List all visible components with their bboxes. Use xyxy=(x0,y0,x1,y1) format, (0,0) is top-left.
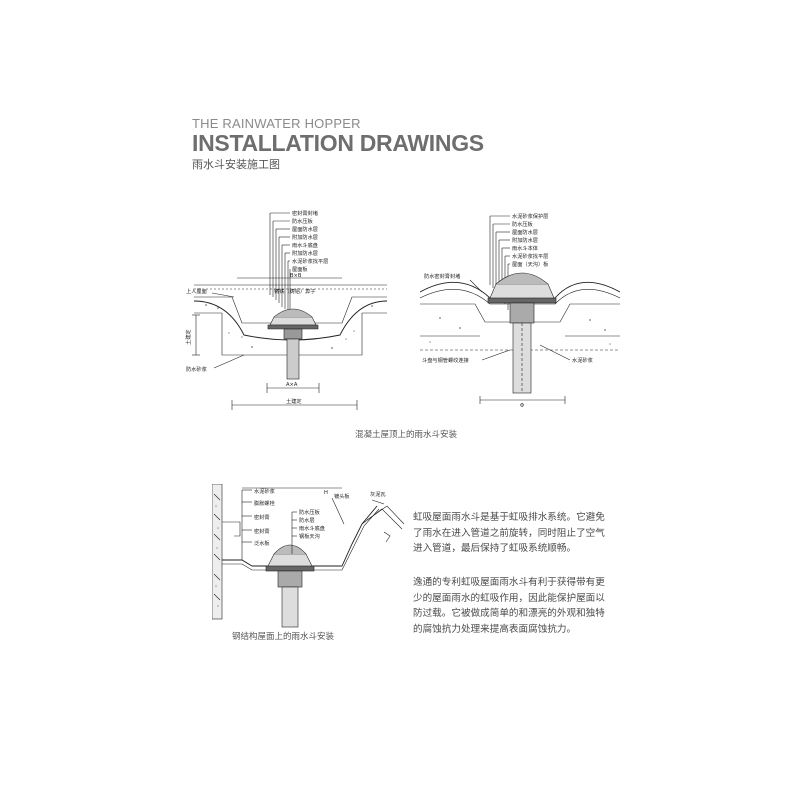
drawing3-corner-label: 灰泥瓦 xyxy=(370,490,386,498)
drawing2-dim: Φ xyxy=(520,403,524,409)
header-cn-title: 雨水斗安装施工图 xyxy=(192,158,280,171)
drawing3-top-label: H xyxy=(324,490,328,496)
drawing3-left-label-0: 水泥砂浆 xyxy=(254,487,275,495)
drawing1-label-7: 屋面板 xyxy=(292,265,308,273)
drawing3-left-label-1: 膨胀螺栓 xyxy=(254,499,276,507)
drawing2-bottom-left-label: 斗盘与钢管螺纹连接 xyxy=(422,356,469,364)
drawing2-left-label: 防水密封膏封堵 xyxy=(424,272,460,280)
drawing1-label-3: 附加防水层 xyxy=(292,233,318,241)
drawing2-label-3: 附加防水层 xyxy=(512,236,538,244)
drawing-3-svg: 水泥砂浆 膨胀螺栓 密封膏 密封膏 泛水板 H 镀头板 防水压板 防水层 雨水斗… xyxy=(212,484,405,628)
drawing1-dim-top: B×B xyxy=(290,273,302,279)
drawing1-label-0: 密封膏封堵 xyxy=(292,209,318,217)
drawing1-side-label: 土建定 xyxy=(184,329,192,345)
drawing-2-svg: 水泥砂浆保护层 防水压板 屋面防水层 附加防水层 雨水斗本体 水泥砂浆找平层 屋… xyxy=(420,212,620,409)
drawing2-bottom-right-label: 水泥砂浆 xyxy=(572,356,593,364)
header-subtitle: THE RAINWATER HOPPER xyxy=(192,116,361,131)
drawing1-dim-bottom: 土建定 xyxy=(286,397,302,405)
description-paragraph-1: 虹吸屋面雨水斗是基于虹吸排水系统。它避免了雨水在进入管道之前旋转，同时阻止了空气… xyxy=(413,512,605,554)
caption-steel-roof: 钢结构屋面上的雨水斗安装 xyxy=(232,632,335,642)
drawing3-mid-label: 镀头板 xyxy=(334,492,350,500)
drawing1-bottom-left-label: 防水砂浆 xyxy=(186,365,207,373)
header-title: INSTALLATION DRAWINGS xyxy=(192,130,484,156)
drawing2-label-0: 水泥砂浆保护层 xyxy=(512,212,548,220)
drawing3-right-label-0: 防水压板 xyxy=(299,508,321,516)
page-header: THE RAINWATER HOPPER INSTALLATION DRAWIN… xyxy=(192,117,484,172)
drawing3-right-label-2: 雨水斗底盘 xyxy=(299,524,325,532)
drawing2-label-5: 水泥砂浆找平层 xyxy=(512,252,548,260)
drawing-1-svg: 密封膏封堵 防水压板 屋面防水层 附加防水层 雨水斗底盘 附加防水层 水泥砂浆找… xyxy=(184,209,388,410)
drawing-steel-roof-section: 水泥砂浆 膨胀螺栓 密封膏 密封膏 泛水板 H 镀头板 防水压板 防水层 雨水斗… xyxy=(212,484,412,629)
drawing2-label-6: 屋面（天沟）板 xyxy=(512,260,549,268)
drawing1-dim-inner: A×A xyxy=(286,382,298,388)
drawing3-right-label-3: 钢板天沟 xyxy=(299,532,320,540)
drawing1-label-6: 水泥砂浆找平层 xyxy=(292,257,328,265)
drawing-concrete-roof-section: 密封膏封堵 防水压板 屋面防水层 附加防水层 雨水斗底盘 附加防水层 水泥砂浆找… xyxy=(182,205,402,420)
drawing3-right-label-1: 防水层 xyxy=(299,516,315,524)
drawing1-label-1: 防水压板 xyxy=(292,217,314,225)
drawing3-left-label-4: 泛水板 xyxy=(254,539,270,547)
caption-concrete-roof: 混凝土屋顶上的雨水斗安装 xyxy=(355,430,458,440)
drawing1-left-label: 上人屋面 xyxy=(186,287,207,295)
drawing2-label-4: 雨水斗本体 xyxy=(512,244,539,252)
description-paragraph-2: 逸通的专利虹吸屋面雨水斗有利于获得带有更少的屋面雨水的虹吸作用，因此能保护屋面以… xyxy=(413,577,605,635)
drawing1-grate-label: 铸铁（铸铝）箅子 xyxy=(274,287,316,295)
drawing1-label-4: 雨水斗底盘 xyxy=(292,241,318,249)
drawing2-label-1: 防水压板 xyxy=(512,220,534,228)
drawing1-label-5: 附加防水层 xyxy=(292,249,318,257)
drawing-concrete-roof-hopper: 水泥砂浆保护层 防水压板 屋面防水层 附加防水层 雨水斗本体 水泥砂浆找平层 屋… xyxy=(420,210,620,410)
drawing3-left-label-2: 密封膏 xyxy=(254,513,270,521)
drawing2-label-2: 屋面防水层 xyxy=(512,228,538,236)
drawing3-left-label-3: 密封膏 xyxy=(254,527,270,535)
drawing1-label-2: 屋面防水层 xyxy=(292,225,318,233)
